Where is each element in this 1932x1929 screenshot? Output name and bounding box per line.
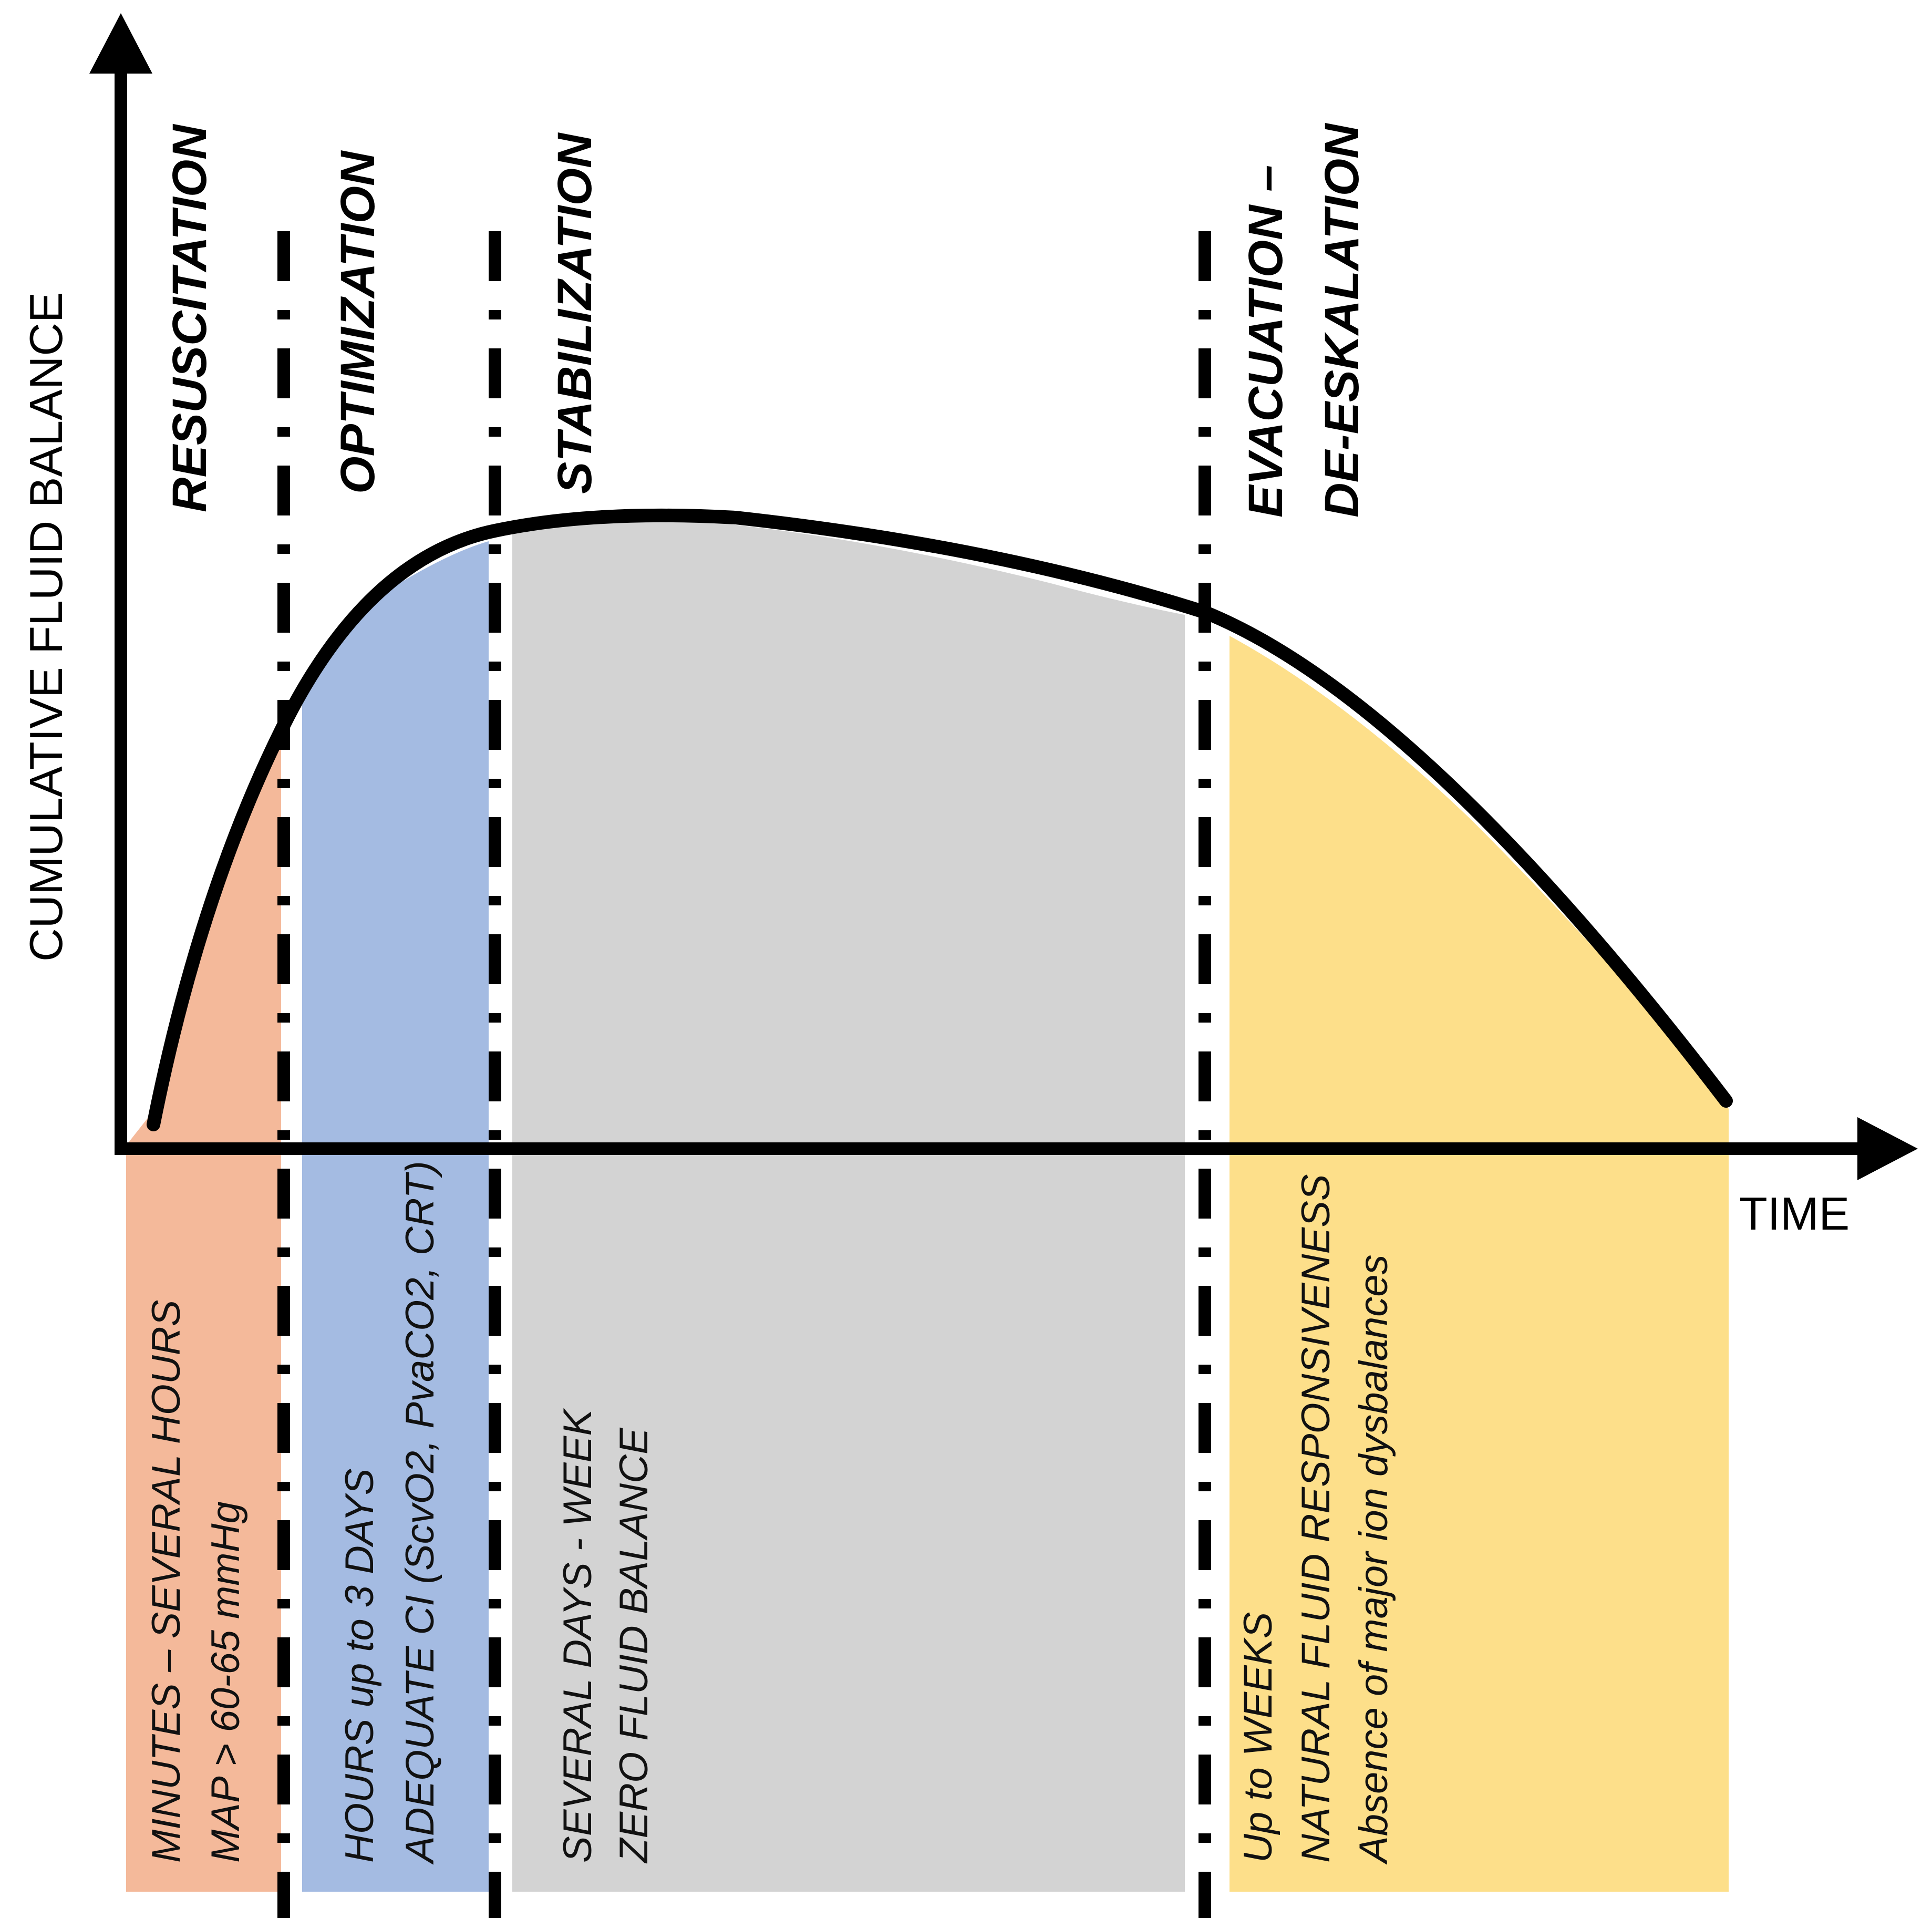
note-optimization-1: HOURS up to 3 DAYS (337, 1469, 382, 1863)
note-evacuation-3: Absence of major ion dysbalances (1351, 1254, 1396, 1865)
band-stabilization (512, 516, 1185, 1892)
note-resuscitation-1: MINUTES – SEVERAL HOURS (144, 1300, 189, 1863)
x-axis-arrow (1857, 1117, 1918, 1180)
note-stabilization-1: SEVERAL DAYS - WEEK (555, 1408, 600, 1863)
band-evacuation (1230, 636, 1729, 1892)
note-evacuation-2: NATURAL FLUID RESPONSIVENESS (1294, 1174, 1338, 1863)
note-stabilization-2: ZERO FLUID BALANCE (612, 1427, 656, 1864)
title-evacuation-line-2: DE-ESKALATION (1315, 122, 1369, 518)
axes (89, 13, 1918, 1180)
y-axis-label: CUMULATIVE FLUID BALANCE (20, 292, 72, 962)
y-axis-arrow (89, 13, 152, 74)
title-stabilization: STABILIZATION (548, 132, 602, 494)
phase-dividers (277, 231, 1211, 1918)
fluid-balance-curve (147, 508, 1733, 1131)
title-resuscitation: RESUSCITATION (163, 123, 216, 512)
phase-titles: RESUSCITATION OPTIMIZATION STABILIZATION… (163, 122, 1369, 518)
phase-bands (126, 516, 1729, 1892)
title-optimization: OPTIMIZATION (331, 150, 385, 494)
note-optimization-2: ADEQUATE CI (ScvO2, PvaCO2, CRT) (398, 1161, 442, 1865)
band-optimization (302, 541, 489, 1892)
x-axis-label: TIME (1739, 1188, 1850, 1240)
title-evacuation-line-1: EVACUATION – (1239, 165, 1293, 518)
phase-notes: MINUTES – SEVERAL HOURS MAP > 60-65 mmHg… (144, 1161, 1396, 1865)
band-resuscitation (126, 741, 281, 1892)
note-resuscitation-2: MAP > 60-65 mmHg (203, 1501, 248, 1863)
note-evacuation-1: Up to WEEKS (1236, 1612, 1280, 1863)
